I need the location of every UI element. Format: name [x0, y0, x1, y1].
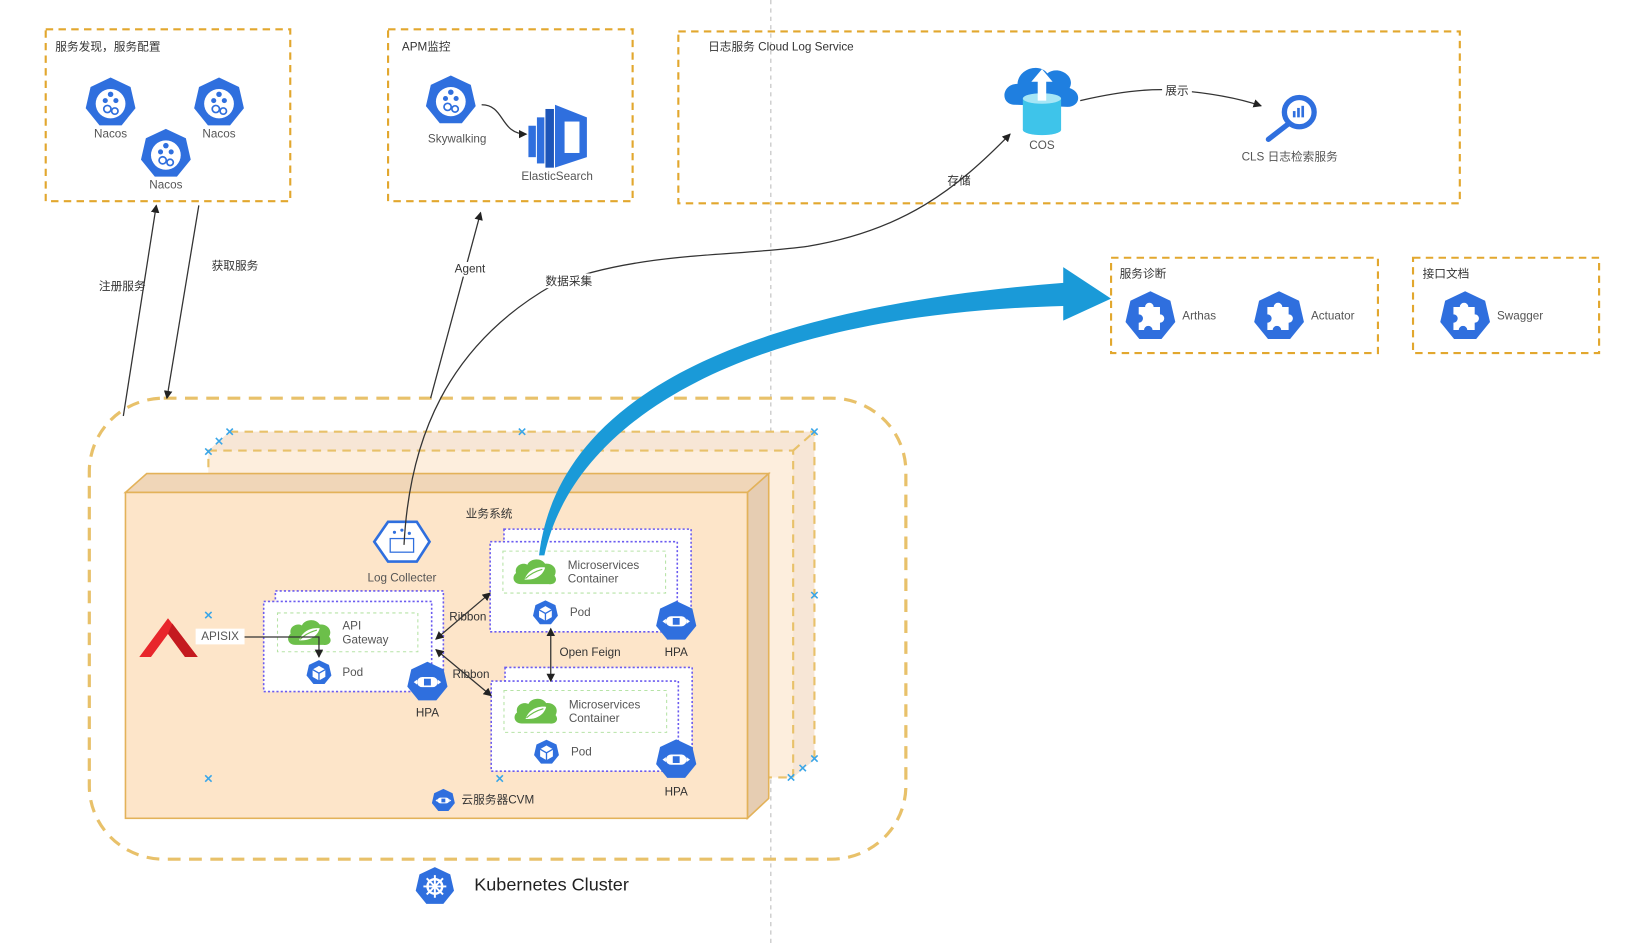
group-service-diagnosis[interactable]: 服务诊断 Arthas Actuator [1110, 256, 1380, 355]
actuator-node[interactable]: Actuator [1254, 291, 1355, 340]
hpa-label: HPA [665, 646, 688, 659]
group-api-docs[interactable]: 接口文档 Swagger [1411, 256, 1601, 355]
group-apm[interactable]: APM监控 Skywalking ElasticSearch [387, 28, 634, 203]
container-title-line1: Microservices [569, 698, 641, 711]
node-label: Actuator [1311, 310, 1355, 323]
edge-label-fetch: 获取服务 [212, 258, 259, 272]
log-collector-node[interactable]: Log Collecter [367, 520, 436, 585]
node-label: COS [1029, 139, 1055, 152]
cos-node[interactable]: COS [1004, 67, 1079, 152]
edge-data-collect [403, 133, 1011, 545]
edge-ribbon-1 [435, 592, 491, 640]
pod-label: Pod [570, 606, 591, 619]
edge-agent [429, 211, 483, 399]
container-title-line1: Microservices [568, 559, 640, 572]
elasticsearch-icon [528, 104, 587, 168]
edge-label-agent: Agent [455, 262, 486, 275]
node-label: Log Collecter [367, 572, 436, 585]
container-title-line2: Container [569, 712, 620, 725]
kubernetes-cluster[interactable]: 业务系统 Log Collecter APISIX [87, 396, 908, 906]
edge-label-store: 存储 [947, 173, 971, 187]
cvm-label: 云服务器CVM [461, 793, 534, 807]
edge-label-ribbon-2: Ribbon [452, 668, 489, 681]
nacos-node-1[interactable]: Nacos [84, 76, 137, 141]
hpa-label: HPA [416, 707, 439, 720]
arthas-node[interactable]: Arthas [1125, 291, 1217, 340]
edge-label-open-feign: Open Feign [560, 646, 621, 659]
skywalking-node[interactable]: Skywalking [425, 74, 487, 146]
group-title: 服务诊断 [1120, 267, 1167, 281]
node-label: Arthas [1182, 310, 1216, 323]
puzzle-icon [1125, 291, 1176, 340]
selection-markers [204, 427, 819, 783]
puzzle-icon [1254, 291, 1304, 340]
microservice-1-hpa[interactable]: HPA [656, 601, 697, 659]
node-label: Nacos [149, 179, 182, 192]
cls-search-node[interactable]: CLS 日志检索服务 [1242, 94, 1339, 163]
nacos-node-2[interactable]: Nacos [193, 76, 245, 141]
edge-label-register: 注册服务 [99, 279, 146, 293]
node-label: CLS 日志检索服务 [1242, 149, 1339, 163]
edge-skywalking-to-es [481, 104, 528, 139]
microservice-2-hpa[interactable]: HPA [656, 739, 697, 798]
swagger-node[interactable]: Swagger [1440, 291, 1543, 340]
hpa-label: HPA [665, 785, 688, 798]
group-title: APM监控 [402, 39, 451, 53]
edge-register-service [122, 204, 160, 417]
nacos-node-3[interactable]: Nacos [140, 128, 192, 192]
group-title: 服务发现，服务配置 [55, 39, 160, 53]
cvm-label-group: 云服务器CVM [431, 788, 534, 811]
pod-label: Pod [571, 746, 592, 759]
container-title-line2: Gateway [342, 633, 388, 646]
node-label: ElasticSearch [521, 170, 593, 183]
kubernetes-icon [414, 865, 456, 906]
gateway-hpa[interactable]: HPA [407, 661, 448, 720]
container-title-line2: Container [568, 573, 619, 586]
nacos-icon [193, 76, 245, 127]
cluster-caption: Kubernetes Cluster [414, 865, 629, 906]
container-title-line1: API [342, 620, 361, 633]
magnifier-chart-icon [1265, 94, 1317, 142]
elasticsearch-node[interactable]: ElasticSearch [521, 104, 593, 183]
edge-label-display: 展示 [1165, 84, 1188, 97]
nacos-icon [140, 128, 192, 178]
puzzle-icon [1440, 291, 1491, 340]
cluster-label: Kubernetes Cluster [474, 875, 629, 895]
diagnosis-flow-arrow [539, 267, 1112, 556]
group-service-discovery[interactable]: 服务发现，服务配置 Nacos Nacos Nacos [44, 28, 292, 203]
log-collector-icon [372, 520, 432, 563]
system-label: 业务系统 [466, 507, 513, 521]
apisix-node[interactable]: APISIX [139, 618, 245, 657]
cloud-storage-icon [1004, 67, 1079, 136]
group-cloud-log-service[interactable]: 日志服务 Cloud Log Service COS CLS 日志检索服务 [677, 30, 1461, 205]
node-label: APISIX [201, 630, 239, 643]
group-title: 接口文档 [1423, 267, 1470, 281]
edge-label-ribbon-1: Ribbon [449, 610, 486, 623]
pod-label: Pod [342, 666, 363, 679]
skywalking-icon [425, 74, 477, 125]
cluster-border [87, 396, 908, 861]
edge-ribbon-2 [435, 648, 493, 697]
node-label: Swagger [1497, 310, 1543, 323]
node-label: Skywalking [428, 133, 487, 146]
nacos-icon [84, 76, 137, 127]
group-title: 日志服务 Cloud Log Service [708, 39, 854, 53]
edge-fetch-service [163, 205, 200, 400]
edge-apisix-to-gateway [244, 636, 324, 659]
api-gateway-pod[interactable]: API Gateway Pod [262, 590, 445, 693]
edge-label-collect: 数据采集 [545, 274, 592, 288]
node-label: Nacos [202, 127, 235, 140]
node-label: Nacos [94, 127, 127, 140]
